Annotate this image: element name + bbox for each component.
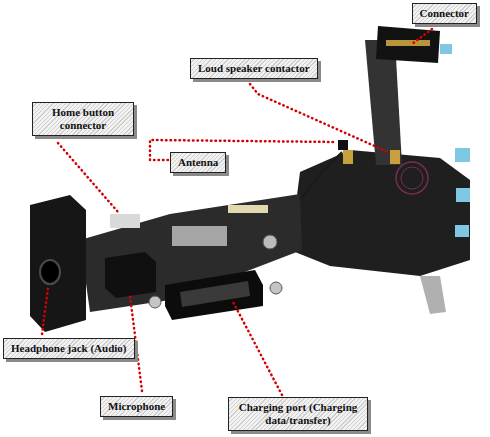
screw-bracket [270,282,282,294]
part-label: Antenna [178,156,218,169]
leader-line [58,143,118,212]
label-box: Antenna [170,152,226,173]
adhesive-tab [455,148,470,162]
leader-line [232,300,282,395]
leader-line [42,288,48,334]
metal-tab [420,276,446,314]
flex-strip [80,194,302,312]
adhesive-tab [455,225,469,237]
part-label: Connector [420,7,470,20]
microphone [105,252,156,298]
headphone-jack [30,195,86,332]
screw-bracket [149,296,161,308]
label-box: Charging port (Charging data/transfer) [228,397,368,431]
speaker-contact [390,150,400,164]
home-button-contact [110,214,140,228]
adhesive-tab [456,188,470,202]
port-slot [180,281,250,307]
part-label: Home button connector [40,106,126,132]
board-connector [376,26,440,63]
part-label: Loud speaker contactor [198,62,310,75]
label-box: Home button connector [32,102,134,136]
metal-shield [172,226,227,246]
antenna [338,140,348,150]
label-box: Microphone [100,396,173,417]
stamp [401,167,423,189]
stamp [396,162,428,194]
adhesive-tab [440,44,452,54]
part-label: Headphone jack (Audio) [11,342,127,355]
flex-plate [290,150,470,276]
speaker-contact [343,150,353,164]
part-label: Charging port (Charging data/transfer) [236,401,360,427]
leader-line [412,29,432,44]
label-box: Loud speaker contactor [190,58,318,79]
connector-pins [386,40,430,46]
charging-port [165,270,263,320]
flex-strip-detail [228,205,268,213]
screw-bracket [263,235,277,249]
part-label: Microphone [108,400,165,413]
label-box: Connector [412,3,478,24]
antenna-wire [300,152,342,200]
label-box: Headphone jack (Audio) [3,338,135,359]
jack-hole [40,260,60,284]
